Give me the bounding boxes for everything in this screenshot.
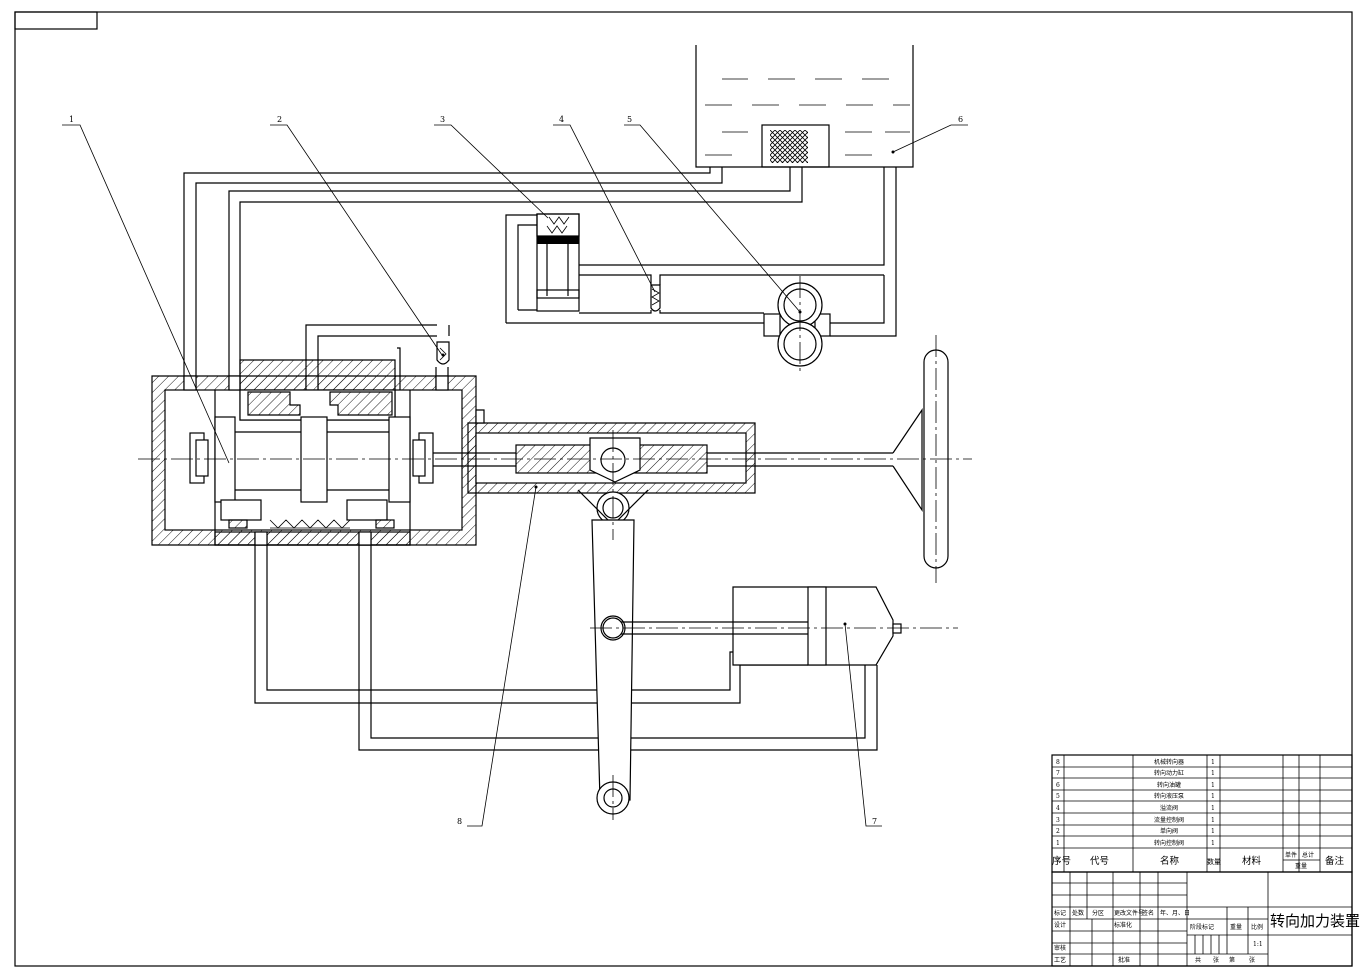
header-code: 代号 [1090, 856, 1109, 867]
tb-count: 处数 [1072, 909, 1084, 917]
callout-6: 6 [958, 115, 963, 124]
parts-row-no: 3 [1056, 817, 1060, 824]
tb-date: 年、月、日 [1160, 909, 1190, 917]
header-name: 名称 [1160, 855, 1180, 867]
header-material: 材料 [1242, 855, 1262, 867]
header-single: 单件 [1285, 851, 1297, 859]
tb-std: 标准化 [1114, 921, 1132, 929]
tb-sheets-total: 共 [1195, 956, 1201, 964]
parts-row-name: 转向动力缸 [1154, 769, 1184, 777]
parts-row-no: 4 [1056, 805, 1060, 812]
hydraulic-pump [763, 276, 831, 372]
steering-power-cylinder [602, 586, 902, 666]
parts-row-qty: 1 [1211, 782, 1215, 789]
parts-list-header: 序号 代号 名称 数量 材料 单件 总计 重量 备注 [1052, 851, 1345, 870]
parts-list-rows: 8 机械转向器 1 7 转向动力缸 1 6 转向油罐 1 5 转向液压泵 1 4… [1056, 758, 1215, 847]
parts-row-qty: 1 [1211, 805, 1215, 812]
centerlines [138, 430, 972, 820]
header-total: 总计 [1302, 851, 1314, 859]
callout-5: 5 [627, 115, 632, 124]
tb-sheets-unit: 张 [1213, 956, 1219, 964]
callout-7: 7 [872, 817, 877, 826]
header-qty: 数量 [1207, 857, 1221, 866]
parts-row-no: 1 [1056, 840, 1060, 847]
tb-scale: 1:1 [1253, 941, 1263, 948]
parts-row-no: 8 [1056, 759, 1060, 766]
check-valve [436, 341, 450, 365]
tb-process: 工艺 [1054, 956, 1066, 964]
flow-control-valve [536, 213, 580, 312]
steering-control-valve [151, 359, 477, 546]
parts-row-qty: 1 [1211, 840, 1215, 847]
tb-stage: 阶段标记 [1190, 923, 1214, 931]
parts-row-no: 6 [1056, 782, 1060, 789]
tb-mark: 标记 [1054, 909, 1066, 917]
parts-row-name: 转向油罐 [1157, 781, 1181, 789]
tb-sheet-unit: 张 [1249, 956, 1255, 964]
tb-design: 设计 [1054, 921, 1066, 929]
tb-sheet-no: 第 [1229, 956, 1235, 964]
relief-valve [650, 284, 661, 312]
header-remark: 备注 [1325, 855, 1345, 867]
parts-row-qty: 1 [1211, 828, 1215, 835]
parts-row-qty: 1 [1211, 793, 1215, 800]
tb-scale-label: 比例 [1251, 923, 1263, 931]
parts-row-name: 转向液压泵 [1154, 792, 1184, 800]
header-weight: 重量 [1295, 862, 1307, 870]
callout-2: 2 [277, 115, 282, 124]
tb-approve: 批准 [1118, 956, 1130, 964]
reservoir-filter-mesh [770, 130, 808, 163]
parts-row-no: 2 [1056, 828, 1060, 835]
parts-row-name: 单向阀 [1160, 827, 1178, 835]
callout-4: 4 [559, 115, 564, 124]
drawing-frame [14, 11, 1353, 967]
parts-row-qty: 1 [1211, 759, 1215, 766]
tb-weight: 重量 [1230, 923, 1242, 931]
tb-doc: 更改文件号 [1114, 909, 1144, 917]
parts-row-qty: 1 [1211, 770, 1215, 777]
parts-row-name: 转向控制阀 [1154, 839, 1184, 847]
tb-check: 审核 [1054, 944, 1066, 952]
parts-row-no: 7 [1056, 770, 1060, 777]
frame-corner-box [14, 11, 98, 30]
drawing-title: 转向加力装置 [1270, 912, 1360, 930]
callout-3: 3 [440, 115, 445, 124]
callout-8: 8 [457, 817, 462, 826]
tb-zone: 分区 [1092, 909, 1104, 917]
reservoir-filter-box [761, 124, 830, 168]
parts-row-qty: 1 [1211, 817, 1215, 824]
callout-1: 1 [69, 115, 74, 124]
oil-reservoir [695, 45, 914, 168]
title-block: 标记 处数 分区 更改文件号 签名 年、月、日 设计 标准化 阶段标记 重量 比… [1051, 871, 1360, 967]
callout-leaders [62, 124, 968, 827]
parts-row-name: 机械转向器 [1154, 758, 1184, 766]
header-no: 序号 [1052, 855, 1071, 867]
parts-row-name: 流量控制阀 [1154, 816, 1184, 824]
tb-sign: 签名 [1142, 909, 1154, 917]
parts-row-no: 5 [1056, 793, 1060, 800]
parts-row-name: 溢流阀 [1160, 804, 1178, 812]
